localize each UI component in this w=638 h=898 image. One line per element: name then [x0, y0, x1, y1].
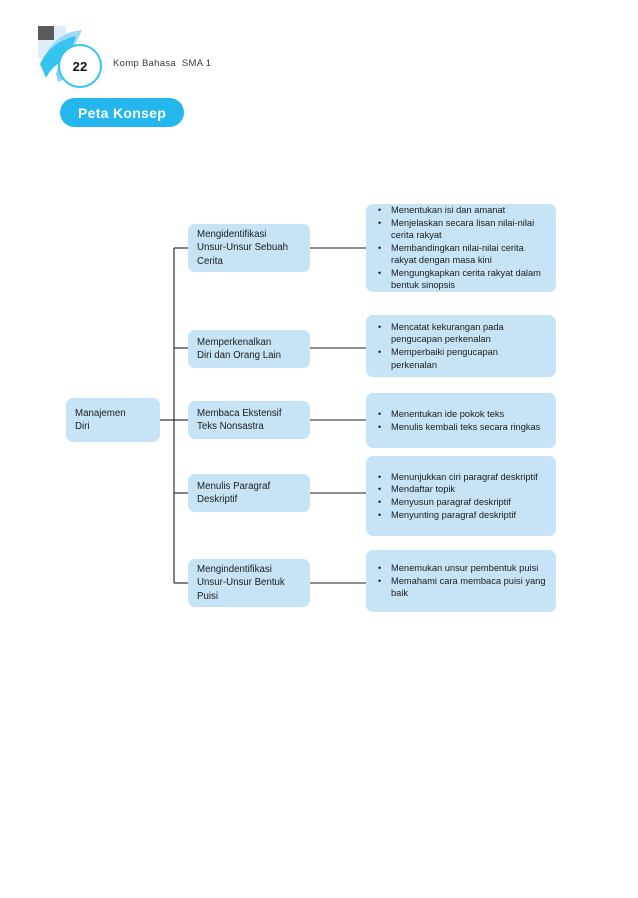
- branch-node-2-label: Memperkenalkan Diri dan Orang Lain: [197, 336, 282, 362]
- detail-list-4: Menunjukkan ciri paragraf deskriptif Men…: [374, 471, 546, 521]
- detail-item: Membandingkan nilai-nilai cerita rakyat …: [374, 242, 546, 267]
- section-badge-label: Peta Konsep: [78, 104, 167, 121]
- section-badge-peta-konsep: Peta Konsep: [60, 98, 185, 127]
- detail-item: Menulis kembali teks secara ringkas: [374, 421, 546, 434]
- detail-box-3[interactable]: Menentukan ide pokok teks Menulis kembal…: [366, 393, 556, 448]
- branch-node-1[interactable]: Mengidentifikasi Unsur-Unsur Sebuah Ceri…: [188, 224, 310, 272]
- detail-box-1[interactable]: Menentukan isi dan amanat Menjelaskan se…: [366, 204, 556, 292]
- detail-item: Mencatat kekurangan pada pengucapan perk…: [374, 321, 546, 346]
- detail-item: Menyunting paragraf deskriptif: [374, 509, 546, 522]
- branch-node-1-label: Mengidentifikasi Unsur-Unsur Sebuah Ceri…: [197, 228, 289, 267]
- branch-node-2[interactable]: Memperkenalkan Diri dan Orang Lain: [188, 330, 310, 368]
- branch-node-4-label: Menulis Paragraf Deskriptif: [197, 480, 271, 506]
- detail-item: Memperbaiki pengucapan perkenalan: [374, 346, 546, 371]
- root-node-manajemen-diri[interactable]: Manajemen Diri: [66, 398, 160, 442]
- detail-item: Menyusun paragraf deskriptif: [374, 496, 546, 509]
- page-header: 22 Komp Bahasa SMA 1: [0, 0, 638, 95]
- detail-box-2[interactable]: Mencatat kekurangan pada pengucapan perk…: [366, 315, 556, 377]
- detail-item: Menjelaskan secara lisan nilai-nilai cer…: [374, 217, 546, 242]
- branch-node-3[interactable]: Membaca Ekstensif Teks Nonsastra: [188, 401, 310, 439]
- detail-list-3: Menentukan ide pokok teks Menulis kembal…: [374, 408, 546, 433]
- detail-item: Menemukan unsur pembentuk puisi: [374, 562, 546, 575]
- branch-node-3-label: Membaca Ekstensif Teks Nonsastra: [197, 407, 282, 433]
- detail-item: Menunjukkan ciri paragraf deskriptif: [374, 471, 546, 484]
- detail-list-5: Menemukan unsur pembentuk puisi Memahami…: [374, 562, 546, 600]
- detail-item: Memahami cara membaca puisi yang baik: [374, 575, 546, 600]
- concept-map-diagram: Manajemen Diri Mengidentifikasi Unsur-Un…: [0, 160, 638, 640]
- detail-list-2: Mencatat kekurangan pada pengucapan perk…: [374, 321, 546, 371]
- detail-item: Menentukan isi dan amanat: [374, 204, 546, 217]
- branch-node-5-label: Mengindentifikasi Unsur-Unsur Bentuk Pui…: [197, 563, 285, 602]
- detail-item: Mendaftar topik: [374, 483, 546, 496]
- detail-list-1: Menentukan isi dan amanat Menjelaskan se…: [374, 204, 546, 292]
- branch-node-4[interactable]: Menulis Paragraf Deskriptif: [188, 474, 310, 512]
- detail-item: Menentukan ide pokok teks: [374, 408, 546, 421]
- book-title: Komp Bahasa SMA 1: [113, 58, 212, 69]
- root-node-label: Manajemen Diri: [75, 407, 126, 433]
- branch-node-5[interactable]: Mengindentifikasi Unsur-Unsur Bentuk Pui…: [188, 559, 310, 607]
- page-number-text: 22: [72, 58, 88, 74]
- detail-box-5[interactable]: Menemukan unsur pembentuk puisi Memahami…: [366, 550, 556, 612]
- detail-item: Mengungkapkan cerita rakyat dalam bentuk…: [374, 267, 546, 292]
- detail-box-4[interactable]: Menunjukkan ciri paragraf deskriptif Men…: [366, 456, 556, 536]
- page-number-badge: 22: [58, 44, 102, 88]
- tree-connector-lines: [160, 247, 366, 584]
